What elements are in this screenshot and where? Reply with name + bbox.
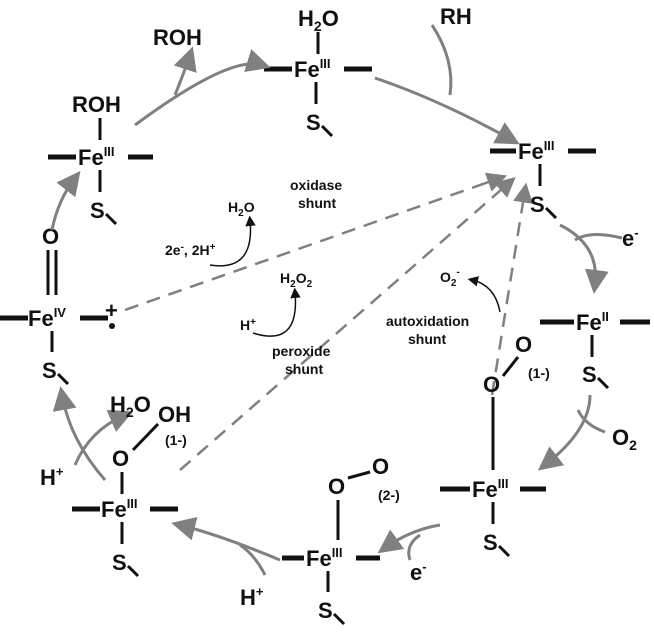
water-product-label: H2O bbox=[110, 392, 151, 420]
arrow-compound-i-to-roh bbox=[50, 170, 81, 231]
svg-text:S: S bbox=[530, 192, 545, 217]
svg-text:S: S bbox=[306, 110, 321, 135]
svg-text:S: S bbox=[42, 358, 57, 383]
svg-text:O: O bbox=[483, 372, 500, 397]
species-compound-i: O FeIV + S bbox=[0, 224, 118, 386]
svg-text:OH: OH bbox=[158, 402, 191, 427]
proton-2-label: H+ bbox=[40, 464, 64, 490]
species-roh-complex: ROH FeIII S bbox=[48, 92, 153, 226]
svg-text:O2-: O2- bbox=[440, 267, 460, 289]
svg-text:FeIII: FeIII bbox=[78, 144, 115, 170]
species-hydroperoxo: O OH (1-) FeIII S bbox=[72, 402, 191, 578]
svg-text:shunt: shunt bbox=[285, 361, 323, 377]
electron-2-label: e- bbox=[410, 559, 427, 585]
svg-text:H2O2: H2O2 bbox=[280, 270, 313, 290]
svg-text:FeIV: FeIV bbox=[28, 305, 66, 331]
svg-text:autoxidation: autoxidation bbox=[386, 313, 469, 329]
arrow-roh-release bbox=[134, 49, 271, 127]
species-superoxo: O O (1-) FeIII S bbox=[440, 332, 550, 558]
svg-text:S: S bbox=[483, 530, 498, 555]
svg-text:H2O: H2O bbox=[228, 199, 255, 219]
svg-text:FeII: FeII bbox=[576, 309, 609, 335]
arrow-second-reduction bbox=[377, 523, 441, 554]
autoxidation-shunt-line bbox=[490, 182, 533, 396]
svg-text:shunt: shunt bbox=[408, 331, 446, 347]
oxidase-shunt-arrowhead bbox=[479, 172, 508, 192]
peroxide-shunt: peroxide shunt H+ H2O2 bbox=[240, 270, 331, 377]
svg-text:FeIII: FeIII bbox=[472, 476, 509, 502]
svg-text:O: O bbox=[515, 332, 532, 357]
proton-1-label: H+ bbox=[240, 584, 264, 610]
electron-1-label: e- bbox=[622, 225, 639, 251]
species-ferrous: FeII S bbox=[540, 309, 650, 390]
autoxidation-shunt: autoxidation shunt O2- bbox=[386, 267, 501, 347]
peroxide-shunt-line bbox=[179, 177, 516, 471]
svg-text:FeIII: FeIII bbox=[294, 56, 331, 82]
o2-label: O2 bbox=[612, 425, 637, 453]
svg-text:FeIII: FeIII bbox=[101, 496, 138, 522]
svg-text:(2-): (2-) bbox=[378, 487, 400, 503]
svg-text:S: S bbox=[112, 550, 127, 575]
species-peroxo: O O (2-) FeIII S bbox=[282, 454, 400, 626]
svg-text:oxidase: oxidase bbox=[290, 177, 342, 193]
sulfur-ligand: S bbox=[90, 198, 105, 223]
species-water-complex: H2O FeIII S bbox=[264, 6, 372, 138]
svg-text:(1-): (1-) bbox=[528, 365, 550, 381]
svg-text:FeIII: FeIII bbox=[306, 545, 343, 571]
svg-text:S: S bbox=[582, 362, 597, 387]
metal-label: Fe bbox=[78, 145, 104, 170]
svg-text:shunt: shunt bbox=[298, 195, 336, 211]
svg-text:O: O bbox=[112, 446, 129, 471]
svg-text:peroxide: peroxide bbox=[272, 343, 331, 359]
svg-text:2e-, 2H+: 2e-, 2H+ bbox=[165, 242, 216, 258]
svg-text:H2O: H2O bbox=[298, 6, 339, 34]
radical-cation: + bbox=[105, 298, 118, 323]
oxidase-shunt-line bbox=[124, 176, 501, 312]
svg-text:O: O bbox=[42, 224, 59, 249]
rh-substrate-label: RH bbox=[440, 4, 472, 29]
roh-ligand: ROH bbox=[72, 92, 121, 117]
oxidation-state: III bbox=[104, 144, 115, 159]
oxidase-shunt: oxidase shunt 2e-, 2H+ H2O bbox=[165, 177, 342, 267]
svg-text:FeIII: FeIII bbox=[518, 138, 555, 164]
svg-text:S: S bbox=[318, 598, 333, 623]
svg-text:(1-): (1-) bbox=[165, 432, 187, 448]
arrow-o2-binding bbox=[537, 394, 592, 471]
arrow-rh-binding bbox=[374, 76, 520, 145]
svg-text:H+: H+ bbox=[240, 317, 256, 333]
svg-text:O: O bbox=[328, 474, 345, 499]
arrow-first-reduction bbox=[559, 223, 609, 294]
svg-text:O: O bbox=[372, 454, 389, 479]
species-substrate-bound: FeIII S bbox=[490, 138, 596, 220]
arrow-protonation-1 bbox=[171, 516, 281, 562]
roh-product-label: ROH bbox=[153, 25, 202, 50]
arrow-protonation-2 bbox=[52, 386, 107, 481]
